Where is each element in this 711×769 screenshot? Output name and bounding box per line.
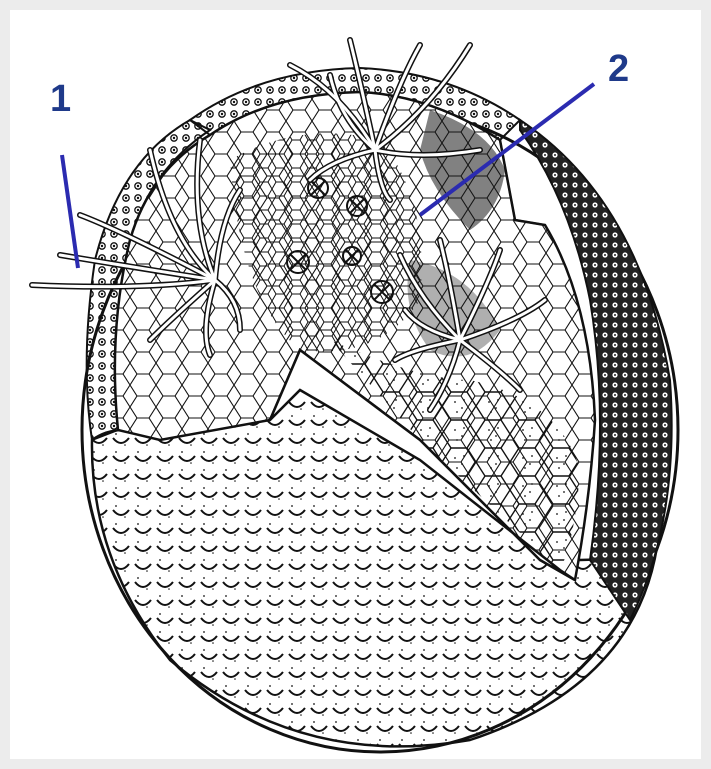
callout-line-1 [62, 155, 78, 268]
callout-label-1: 1 [50, 80, 71, 118]
callout-label-2: 2 [608, 50, 629, 88]
